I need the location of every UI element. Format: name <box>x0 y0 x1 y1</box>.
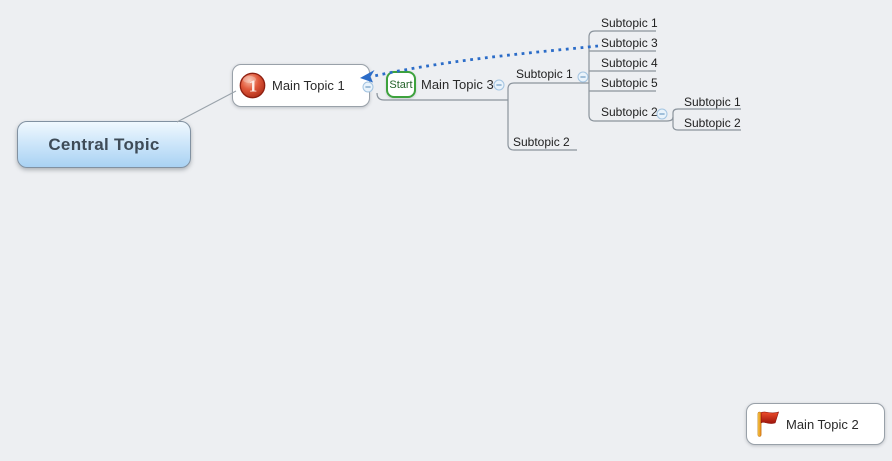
subtopic-l3-5[interactable]: Subtopic 5 <box>601 76 658 90</box>
priority-1-icon[interactable]: 1 <box>239 72 266 99</box>
subtopic-l3-3[interactable]: Subtopic 3 <box>601 36 658 50</box>
collapse-button-main3[interactable] <box>493 79 505 91</box>
start-boundary-label: Start <box>389 78 413 91</box>
subtopic-l4-2[interactable]: Subtopic 2 <box>684 116 741 130</box>
red-flag-icon[interactable] <box>755 409 780 439</box>
main-topic-1-label: Main Topic 1 <box>272 78 345 93</box>
subtopic-l3-1[interactable]: Subtopic 1 <box>601 16 658 30</box>
branch-line-central-to-main1 <box>176 90 237 123</box>
central-topic-label: Central Topic <box>48 134 160 154</box>
subtopic-l2-1[interactable]: Subtopic 1 <box>516 67 573 81</box>
priority-1-number: 1 <box>249 77 258 96</box>
collapse-button-subtopic2[interactable] <box>656 108 668 120</box>
main-topic-2-label: Main Topic 2 <box>786 416 859 432</box>
subtopic-l2-2[interactable]: Subtopic 2 <box>513 135 570 149</box>
main-topic-3[interactable]: Main Topic 3 <box>421 77 494 92</box>
subtopic-l3-2[interactable]: Subtopic 2 <box>601 105 658 119</box>
central-topic[interactable]: Central Topic <box>17 121 191 168</box>
main-topic-2[interactable]: Main Topic 2 <box>746 403 885 445</box>
subtopic-l3-4[interactable]: Subtopic 4 <box>601 56 658 70</box>
start-boundary-badge[interactable]: Start <box>386 71 416 98</box>
subtopic-l4-1[interactable]: Subtopic 1 <box>684 95 741 109</box>
collapse-button-subtopic1[interactable] <box>577 71 589 83</box>
main-topic-1[interactable]: 1 Main Topic 1 <box>232 64 370 107</box>
branch-line-l2-subtopic1 <box>507 82 589 100</box>
